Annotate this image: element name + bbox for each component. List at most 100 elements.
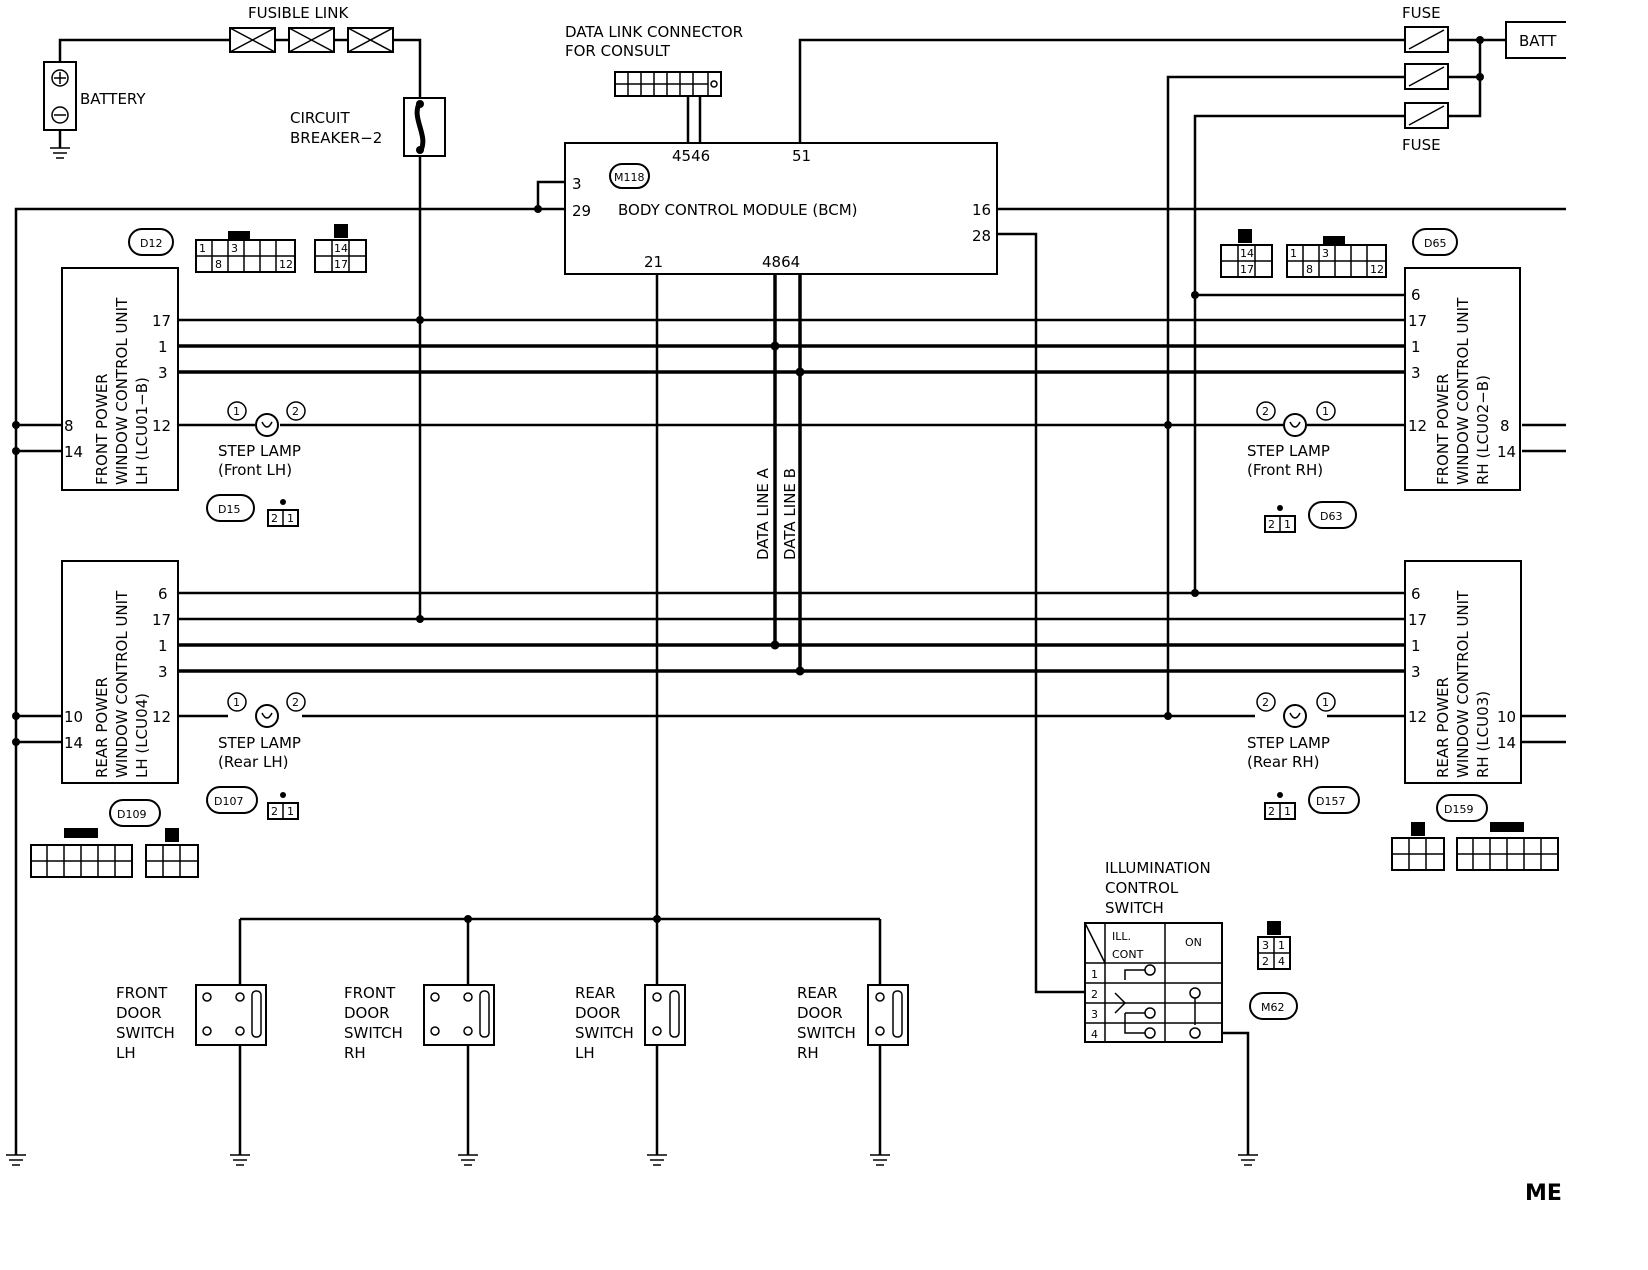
svg-text:8: 8 bbox=[215, 258, 222, 271]
lamp-icon bbox=[255, 704, 279, 728]
svg-text:14: 14 bbox=[334, 242, 348, 255]
bcm-pin-21: 21 bbox=[644, 253, 663, 271]
svg-text:RH (LCU02−B): RH (LCU02−B) bbox=[1474, 375, 1492, 485]
svg-text:1: 1 bbox=[1284, 518, 1291, 531]
dlc-label-1: DATA LINK CONNECTOR bbox=[565, 23, 743, 41]
svg-text:D109: D109 bbox=[117, 808, 146, 821]
svg-text:8: 8 bbox=[1306, 263, 1313, 276]
svg-text:M118: M118 bbox=[614, 171, 645, 184]
connector-d107: D107 bbox=[206, 786, 258, 814]
svg-text:CONTROL: CONTROL bbox=[1105, 879, 1179, 897]
svg-text:WINDOW CONTROL UNIT: WINDOW CONTROL UNIT bbox=[1454, 590, 1472, 778]
front-rh-window-control-unit: FRONT POWER WINDOW CONTROL UNIT RH (LCU0… bbox=[1404, 267, 1521, 491]
front-door-switch-lh: FRONT DOOR SWITCH LH bbox=[116, 984, 267, 1166]
bcm-pin-3: 3 bbox=[572, 175, 582, 193]
svg-text:17: 17 bbox=[1408, 611, 1427, 629]
svg-text:1: 1 bbox=[1278, 939, 1285, 952]
svg-text:1: 1 bbox=[287, 512, 294, 525]
fuse-bottom-label: FUSE bbox=[1402, 136, 1441, 154]
bcm-pin-4546: 4546 bbox=[672, 147, 710, 165]
lamp-icon bbox=[1283, 413, 1307, 437]
svg-text:3: 3 bbox=[1091, 1008, 1098, 1021]
svg-text:1: 1 bbox=[1091, 968, 1098, 981]
svg-text:D107: D107 bbox=[214, 795, 243, 808]
connector-face-d107: 2 1 bbox=[267, 792, 299, 820]
data-link-connector: DATA LINK CONNECTOR FOR CONSULT bbox=[565, 23, 743, 143]
svg-text:1: 1 bbox=[287, 805, 294, 818]
lamp-icon bbox=[1283, 704, 1307, 728]
svg-text:D65: D65 bbox=[1424, 237, 1446, 250]
svg-text:DOOR: DOOR bbox=[575, 1004, 621, 1022]
bcm-pin-28: 28 bbox=[972, 227, 991, 245]
svg-text:1: 1 bbox=[1411, 338, 1421, 356]
step-lamp-rear-rh: 2 1 STEP LAMP (Rear RH) bbox=[1247, 692, 1336, 771]
svg-text:STEP LAMP: STEP LAMP bbox=[218, 734, 301, 752]
svg-text:1: 1 bbox=[1284, 805, 1291, 818]
svg-text:RH: RH bbox=[797, 1044, 819, 1062]
svg-text:SWITCH: SWITCH bbox=[1105, 899, 1164, 917]
bcm-pin-4864: 4864 bbox=[762, 253, 800, 271]
svg-text:1: 1 bbox=[158, 338, 168, 356]
svg-text:17: 17 bbox=[334, 258, 348, 271]
svg-text:(Rear LH): (Rear LH) bbox=[218, 753, 288, 771]
svg-text:10: 10 bbox=[1497, 708, 1516, 726]
connector-face-d65-small: 14 17 bbox=[1220, 229, 1273, 278]
svg-text:REAR: REAR bbox=[575, 984, 616, 1002]
svg-text:ON: ON bbox=[1185, 936, 1202, 949]
svg-text:2: 2 bbox=[271, 805, 278, 818]
svg-text:STEP LAMP: STEP LAMP bbox=[1247, 734, 1330, 752]
bcm-label: BODY CONTROL MODULE (BCM) bbox=[618, 201, 858, 219]
svg-text:14: 14 bbox=[64, 734, 83, 752]
svg-text:10: 10 bbox=[64, 708, 83, 726]
svg-text:2: 2 bbox=[292, 405, 299, 418]
wiring-diagram: FUSIBLE LINK BATTERY CIRCUIT BREAKER−2 D… bbox=[6, 4, 1566, 1206]
connector-face-d12-small: 14 17 bbox=[314, 224, 367, 273]
svg-text:1: 1 bbox=[1322, 405, 1329, 418]
svg-text:SWITCH: SWITCH bbox=[116, 1024, 175, 1042]
fusible-link-label: FUSIBLE LINK bbox=[248, 4, 349, 22]
svg-text:6: 6 bbox=[158, 585, 168, 603]
connector-d159: D159 bbox=[1436, 794, 1488, 822]
svg-text:1: 1 bbox=[233, 405, 240, 418]
svg-text:WINDOW CONTROL UNIT: WINDOW CONTROL UNIT bbox=[113, 297, 131, 485]
svg-text:12: 12 bbox=[1408, 417, 1427, 435]
svg-text:3: 3 bbox=[158, 663, 168, 681]
svg-text:3: 3 bbox=[1411, 364, 1421, 382]
front-lh-window-control-unit: FRONT POWER WINDOW CONTROL UNIT LH (LCU0… bbox=[61, 267, 179, 491]
circuit-breaker-icon bbox=[403, 97, 446, 157]
svg-text:3: 3 bbox=[1262, 939, 1269, 952]
svg-text:17: 17 bbox=[152, 611, 171, 629]
connector-face-d63: 2 1 bbox=[1264, 505, 1296, 533]
svg-text:17: 17 bbox=[152, 312, 171, 330]
svg-text:D157: D157 bbox=[1316, 795, 1345, 808]
svg-text:3: 3 bbox=[231, 242, 238, 255]
svg-text:LH (LCU04): LH (LCU04) bbox=[133, 693, 151, 778]
svg-text:12: 12 bbox=[1408, 708, 1427, 726]
svg-text:SWITCH: SWITCH bbox=[344, 1024, 403, 1042]
svg-text:17: 17 bbox=[1408, 312, 1427, 330]
svg-text:WINDOW CONTROL UNIT: WINDOW CONTROL UNIT bbox=[113, 590, 131, 778]
svg-text:12: 12 bbox=[279, 258, 293, 271]
svg-text:14: 14 bbox=[1497, 734, 1516, 752]
svg-text:1: 1 bbox=[1411, 637, 1421, 655]
svg-text:3: 3 bbox=[158, 364, 168, 382]
svg-text:1: 1 bbox=[158, 637, 168, 655]
svg-text:SWITCH: SWITCH bbox=[797, 1024, 856, 1042]
data-line-a-label: DATA LINE A bbox=[754, 467, 772, 560]
dlc-label-2: FOR CONSULT bbox=[565, 42, 671, 60]
connector-d12: D12 bbox=[128, 228, 174, 256]
svg-text:D12: D12 bbox=[140, 237, 162, 250]
svg-text:FRONT POWER: FRONT POWER bbox=[1434, 373, 1452, 485]
svg-text:REAR POWER: REAR POWER bbox=[1434, 677, 1452, 778]
rear-door-switch-rh: REAR DOOR SWITCH RH bbox=[797, 984, 909, 1166]
svg-text:2: 2 bbox=[1268, 518, 1275, 531]
connector-d63: D63 bbox=[1308, 501, 1357, 529]
svg-text:12: 12 bbox=[152, 417, 171, 435]
svg-text:1: 1 bbox=[1290, 247, 1297, 260]
connector-d15: D15 bbox=[206, 494, 255, 522]
connector-face-m62: 3 1 2 4 bbox=[1257, 921, 1291, 970]
svg-text:RH: RH bbox=[344, 1044, 366, 1062]
svg-text:8: 8 bbox=[64, 417, 74, 435]
svg-text:14: 14 bbox=[64, 443, 83, 461]
svg-text:REAR POWER: REAR POWER bbox=[93, 677, 111, 778]
